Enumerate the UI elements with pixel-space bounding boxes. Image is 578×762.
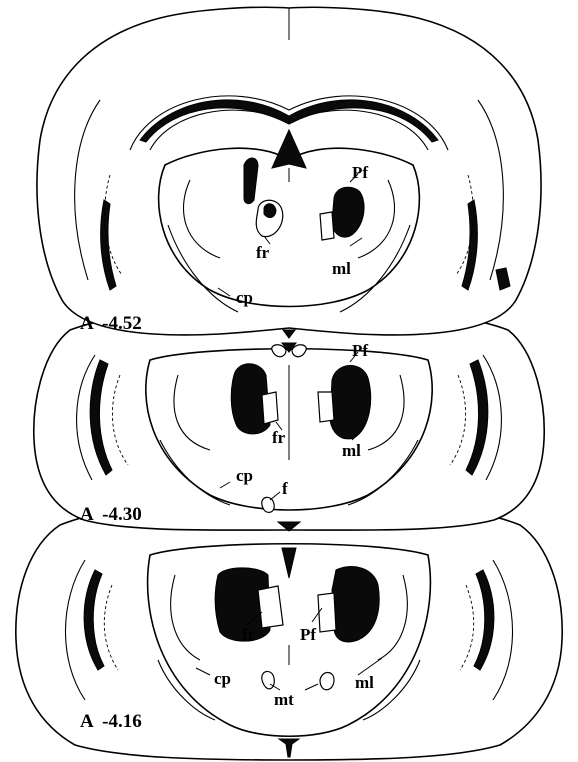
section-3-mt-right — [320, 673, 334, 690]
section-2-fr-structure-right — [318, 392, 334, 422]
section-2-f-structure — [262, 497, 274, 512]
section-1-fr-structure-right — [320, 212, 334, 240]
section-2-fr-structure-left — [262, 392, 278, 424]
section-a-4-16: fr Pf ml cp mt A -4.16 — [16, 498, 562, 760]
section-3-label-pf: Pf — [300, 625, 316, 644]
section-1-level-label: A -4.52 — [80, 313, 142, 334]
section-3-fr-structure-right — [318, 593, 336, 632]
section-3-label-ml: ml — [355, 673, 374, 692]
section-a-4-30: Pf fr ml cp f A -4.30 — [34, 306, 544, 531]
section-3-fr-structure-left — [258, 586, 283, 628]
section-1-label-pf: Pf — [352, 163, 368, 182]
section-2-label-fr: fr — [272, 428, 286, 447]
section-2-label-ml: ml — [342, 441, 361, 460]
section-1-label-ml: ml — [332, 259, 351, 278]
section-2-label-pf: Pf — [352, 341, 368, 360]
section-2-level-label: A -4.30 — [80, 504, 142, 525]
section-1-label-fr: fr — [256, 243, 270, 262]
section-3-label-fr: fr — [242, 625, 256, 644]
section-3-label-cp: cp — [214, 669, 231, 688]
section-2-label-f: f — [282, 479, 288, 498]
section-3-label-mt: mt — [274, 690, 294, 709]
section-1-fr-inner-left — [264, 204, 276, 218]
section-3-level-label: A -4.16 — [80, 711, 142, 732]
section-2-label-cp: cp — [236, 466, 253, 485]
section-a-4-52: Pf fr ml cp A -4.52 — [37, 7, 541, 338]
section-1-label-cp: cp — [236, 288, 253, 307]
